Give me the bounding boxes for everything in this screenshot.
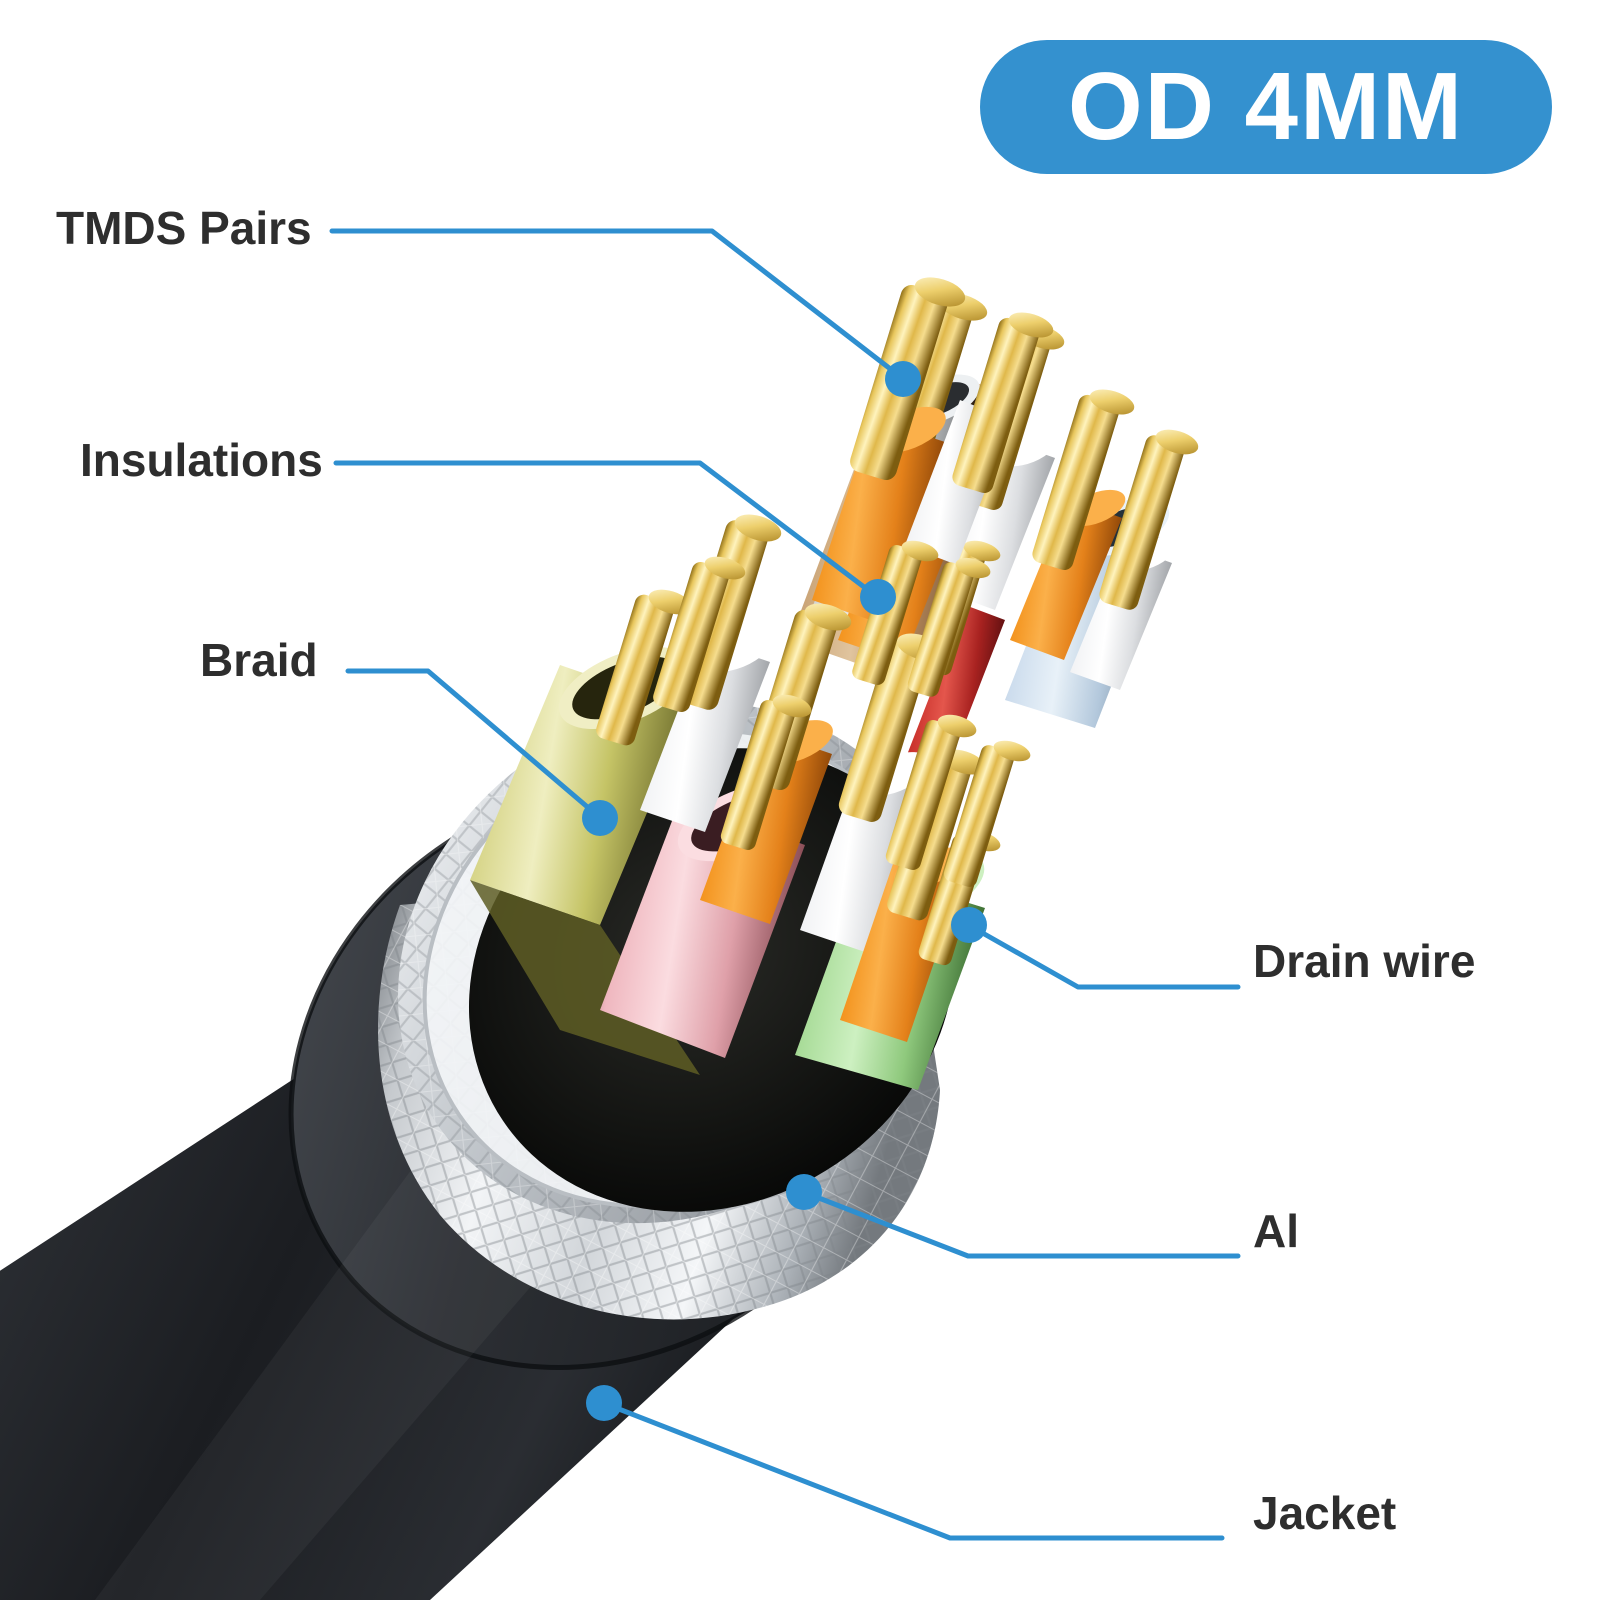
wire-unit — [653, 556, 746, 713]
wire-unit — [905, 312, 1054, 565]
wire-unit — [943, 740, 1031, 887]
od-badge: OD 4MM — [980, 40, 1552, 174]
leader-braid — [345, 668, 601, 819]
od-badge-text: OD 4MM — [1068, 53, 1464, 160]
wire-unit — [1010, 389, 1135, 660]
leader-drain-wire — [969, 924, 1241, 990]
dot-braid — [582, 800, 618, 836]
label-al: Al — [1253, 1205, 1299, 1257]
label-drain-wire: Drain wire — [1253, 935, 1476, 987]
leader-tmds-pairs — [329, 228, 905, 381]
wire-unit — [720, 694, 812, 850]
dot-drain-wire — [951, 907, 987, 943]
dot-al — [786, 1174, 822, 1210]
label-braid: Braid — [200, 634, 318, 686]
callout-dots — [582, 361, 987, 1421]
leader-al — [803, 1190, 1241, 1259]
dot-tmds-pairs — [885, 361, 921, 397]
dot-jacket — [586, 1385, 622, 1421]
label-jacket: Jacket — [1253, 1487, 1397, 1539]
wire-unit — [907, 557, 991, 697]
leader-insulations — [333, 460, 879, 599]
wire-unit — [852, 540, 939, 685]
leader-jacket — [603, 1401, 1225, 1541]
insulated-wires-and-conductors — [596, 277, 1199, 1042]
label-tmds-pairs: TMDS Pairs — [56, 202, 312, 254]
wire-unit — [885, 714, 977, 870]
callout-leaders — [329, 228, 1241, 1541]
label-insulations: Insulations — [80, 434, 323, 486]
wire-unit — [1070, 429, 1199, 690]
dot-insulations — [860, 579, 896, 615]
